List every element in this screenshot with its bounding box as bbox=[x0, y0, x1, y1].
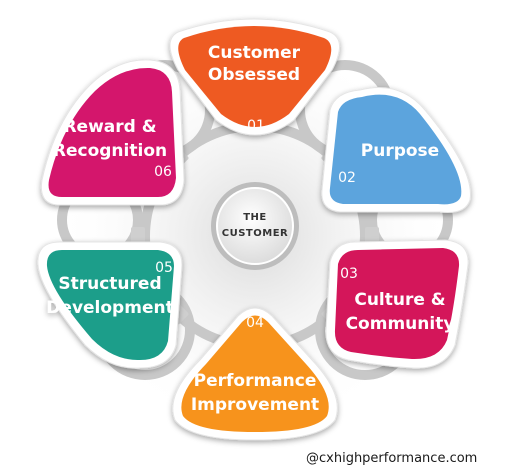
petal-label-line2: Improvement bbox=[191, 395, 319, 415]
petal-number: 06 bbox=[154, 164, 172, 180]
petal-fill bbox=[329, 94, 462, 205]
credit-text: @cxhighperformance.com bbox=[306, 451, 478, 466]
petal-label-line2: Obsessed bbox=[208, 65, 300, 85]
petal-label-line1: Reward & bbox=[63, 117, 156, 137]
petal-label-line2: Recognition bbox=[53, 141, 167, 161]
petal-number: 01 bbox=[247, 118, 265, 134]
petal-label-line2: Development bbox=[46, 298, 173, 318]
petal-number: 04 bbox=[246, 315, 264, 331]
petal-number: 05 bbox=[155, 260, 173, 276]
petal-label-line1: Purpose bbox=[361, 141, 439, 161]
petal-fill bbox=[334, 248, 460, 360]
petal-label-line1: Culture & bbox=[354, 290, 445, 310]
center-label-line2: CUSTOMER bbox=[222, 228, 288, 239]
petal-03: Culture & Community 03 bbox=[325, 239, 469, 369]
petal-01: Customer Obsessed 01 bbox=[169, 18, 340, 136]
center-label-line1: THE bbox=[243, 212, 267, 223]
petal-label-line1: Structured bbox=[58, 274, 161, 294]
petal-fill bbox=[178, 26, 332, 127]
petal-fill bbox=[181, 315, 329, 432]
petal-number: 03 bbox=[340, 266, 358, 282]
center-hub: THE CUSTOMER bbox=[211, 182, 299, 270]
petal-label-line1: Customer bbox=[208, 43, 301, 63]
petal-fill bbox=[48, 67, 176, 198]
petal-label-line2: Community bbox=[346, 314, 455, 334]
petal-fill bbox=[46, 250, 174, 361]
center-disc bbox=[216, 187, 294, 265]
petal-number: 02 bbox=[338, 170, 356, 186]
petal-04: Performance Improvement 04 bbox=[172, 307, 338, 441]
petal-label-line1: Performance bbox=[194, 371, 317, 391]
petal-05: Structured Development 05 bbox=[37, 241, 183, 369]
petal-02: Purpose 02 bbox=[321, 87, 471, 213]
petal-06: Reward & Recognition 06 bbox=[40, 59, 185, 206]
